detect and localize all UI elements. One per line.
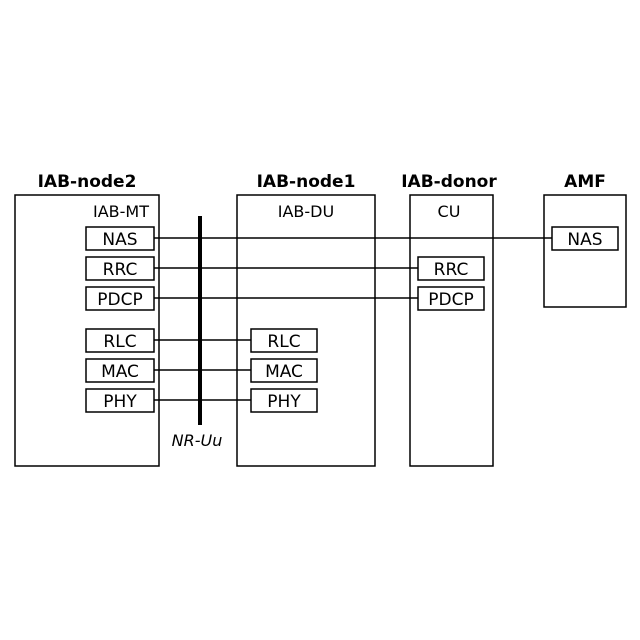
iab-node2-title: IAB-node2 — [38, 172, 137, 192]
protocol-label-mac: MAC — [101, 362, 139, 382]
protocol-label-phy: PHY — [103, 392, 137, 412]
iab-node1-title: IAB-node1 — [257, 172, 356, 192]
amf-title: AMF — [564, 172, 606, 192]
amf-protocol-stack: NAS — [552, 227, 618, 250]
protocol-label-rrc: RRC — [434, 260, 469, 280]
protocol-label-pdcp: PDCP — [97, 290, 142, 310]
amf-box — [544, 195, 626, 307]
protocol-label-rlc: RLC — [103, 332, 136, 352]
iab-du-label: IAB-DU — [278, 202, 334, 221]
protocol-label-phy: PHY — [267, 392, 301, 412]
protocol-label-nas: NAS — [102, 230, 137, 250]
iab-donor-title: IAB-donor — [401, 172, 497, 192]
iab-donor-box — [410, 195, 493, 466]
nr-uu-label: NR-Uu — [172, 431, 223, 450]
node1-protocol-stack: RLC MAC PHY — [251, 329, 317, 412]
protocol-label-mac: MAC — [265, 362, 303, 382]
cu-label: CU — [438, 202, 461, 221]
protocol-label-rrc: RRC — [103, 260, 138, 280]
protocol-label-rlc: RLC — [267, 332, 300, 352]
iab-mt-label: IAB-MT — [93, 202, 149, 221]
protocol-label-nas: NAS — [567, 230, 602, 250]
protocol-label-pdcp: PDCP — [428, 290, 473, 310]
